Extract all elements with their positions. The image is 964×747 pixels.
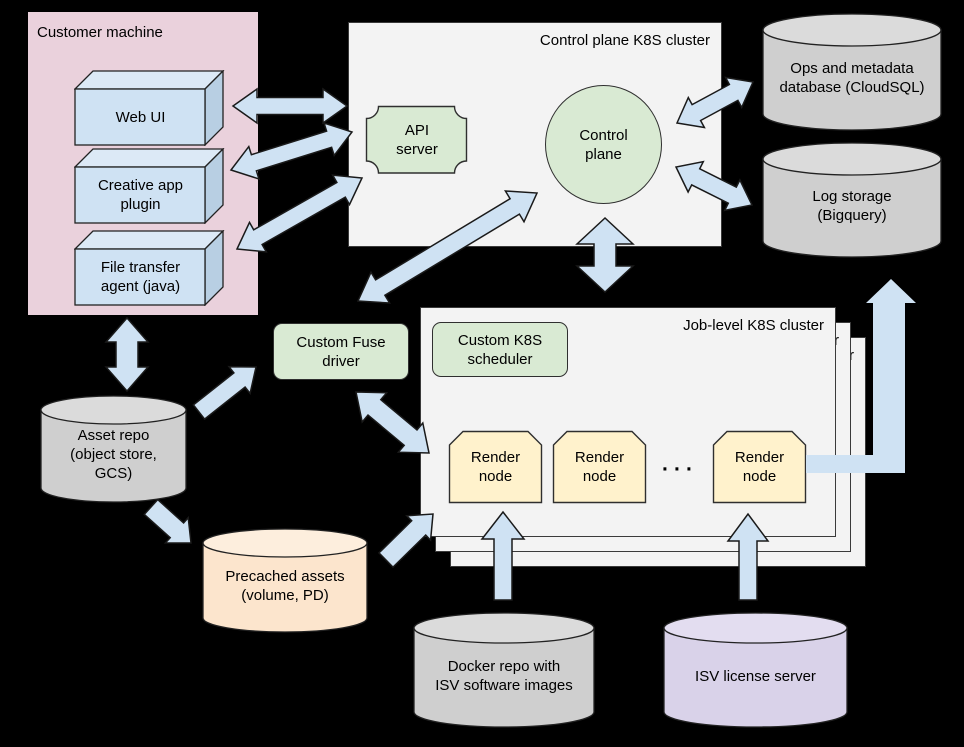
job-cluster-title: Job-level K8S cluster	[683, 317, 824, 334]
custom-fuse-driver-box: Custom Fuse driver	[273, 323, 409, 380]
box3d-shape	[74, 148, 225, 224]
customer-machine-title: Customer machine	[37, 24, 163, 41]
control-plane-label: Control plane	[579, 126, 628, 163]
card-shape	[552, 430, 647, 504]
creative-app-plugin-label: Creative app plugin	[97, 177, 184, 213]
docker-repo-cylinder: Docker repo with ISV software images	[413, 612, 595, 729]
control-plane-cluster-box: Control plane K8S cluster API server Con…	[348, 22, 722, 247]
log-storage-label: Log storage (Bigquery)	[812, 188, 892, 224]
box3d-shape	[74, 70, 225, 146]
log-storage-cylinder: Log storage (Bigquery)	[762, 142, 942, 258]
cylinder-shape	[40, 395, 187, 503]
cylinder-shape	[663, 612, 848, 728]
cylinder-shape	[202, 528, 368, 633]
arrow-fuse-rendernode	[355, 391, 430, 454]
render-node-1: Render node	[448, 430, 543, 504]
arrow-customer-assetrepo	[104, 316, 150, 393]
ops-metadata-db-label: Ops and metadata database (CloudSQL)	[779, 60, 925, 96]
control-plane-cluster-title: Control plane K8S cluster	[539, 32, 710, 49]
render-node-3: Render node	[712, 430, 807, 504]
file-transfer-agent-label: File transfer agent (java)	[100, 259, 181, 295]
isv-license-server-cylinder: ISV license server	[663, 612, 848, 729]
render-node-label: Render node	[734, 449, 785, 485]
custom-k8s-scheduler-box: Custom K8S scheduler	[432, 322, 568, 377]
precached-assets-label: Precached assets (volume, PD)	[225, 567, 345, 604]
docker-repo-label: Docker repo with ISV software images	[435, 658, 573, 694]
plaque-shape	[365, 105, 468, 174]
cylinder-shape	[413, 612, 595, 728]
custom-fuse-driver-label: Custom Fuse driver	[296, 333, 386, 370]
arrow-assetrepo-fuse	[192, 365, 257, 421]
api-server-plaque: API server	[365, 105, 469, 175]
file-transfer-agent-box: File transfer agent (java)	[74, 230, 226, 306]
job-cluster-box-front: Job-level K8S cluster Custom K8S schedul…	[420, 307, 836, 537]
card-shape	[448, 430, 543, 504]
customer-machine-box: Customer machine Web UI Creative app plu…	[28, 12, 258, 315]
api-server-label: API server	[396, 122, 438, 158]
asset-repo-label: Asset repo (object store, GCS)	[70, 426, 157, 482]
render-node-2: Render node	[552, 430, 647, 504]
creative-app-plugin-box: Creative app plugin	[74, 148, 226, 224]
card-shape	[712, 430, 807, 504]
box3d-shape	[74, 230, 225, 306]
web-ui-box: Web UI	[74, 70, 226, 146]
arrow-assetrepo-precached	[143, 498, 192, 544]
web-ui-label: Web UI	[115, 108, 166, 126]
control-plane-ellipse: Control plane	[545, 85, 662, 204]
render-node-ellipsis: ···	[662, 457, 698, 481]
asset-repo-cylinder: Asset repo (object store, GCS)	[40, 395, 187, 503]
ops-metadata-db-cylinder: Ops and metadata database (CloudSQL)	[762, 13, 942, 131]
cylinder-shape	[762, 142, 942, 258]
render-node-label: Render node	[470, 449, 521, 485]
custom-k8s-scheduler-label: Custom K8S scheduler	[457, 331, 543, 368]
precached-assets-cylinder: Precached assets (volume, PD)	[202, 528, 368, 633]
isv-license-server-label: ISV license server	[695, 667, 816, 685]
cylinder-shape	[762, 13, 942, 131]
render-node-label: Render node	[574, 449, 625, 485]
